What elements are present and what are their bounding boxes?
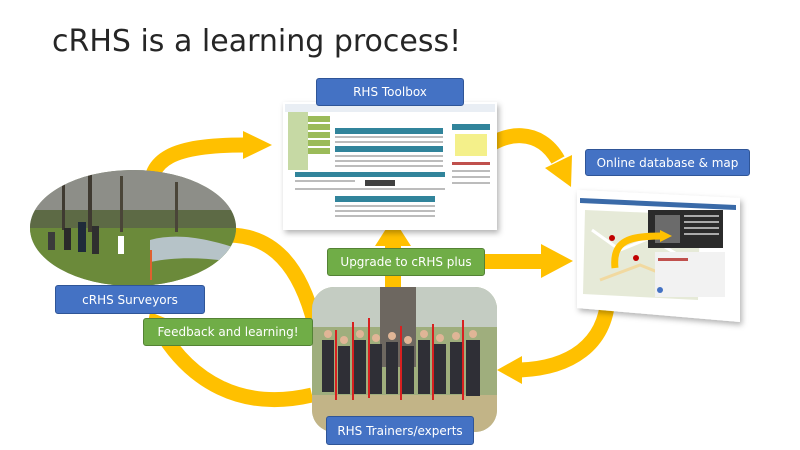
label-upgrade: Upgrade to cRHS plus <box>327 248 485 276</box>
surveyors-photo <box>30 170 236 286</box>
arrow-upgrade-to-database <box>485 244 573 278</box>
label-online-database: Online database & map <box>585 149 750 176</box>
label-rhs-trainers: RHS Trainers/experts <box>326 416 474 445</box>
arrow-database-to-trainers <box>497 297 616 384</box>
toolbox-screenshot-content <box>285 104 495 217</box>
label-rhs-toolbox: RHS Toolbox <box>316 78 464 106</box>
label-crhs-surveyors: cRHS Surveyors <box>55 285 205 314</box>
slide-title: cRHS is a learning process! <box>52 24 462 59</box>
label-feedback: Feedback and learning! <box>143 318 313 346</box>
trainers-photo <box>312 287 497 432</box>
database-screenshot-content <box>580 198 736 300</box>
